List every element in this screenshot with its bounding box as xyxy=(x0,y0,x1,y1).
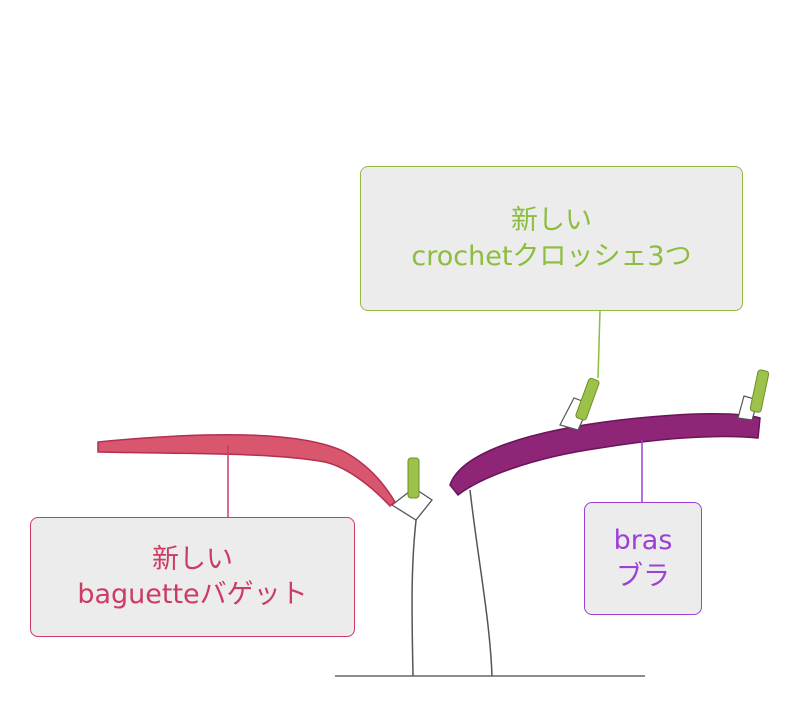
bras-callout: bras ブラ xyxy=(584,502,702,615)
bras-label-line1: bras xyxy=(613,525,673,557)
trunk-right-outline xyxy=(469,489,493,677)
crochet-stick-lower xyxy=(407,457,420,499)
baguette-callout: 新しい baguetteバゲット xyxy=(30,517,355,637)
bras-label-line2: ブラ xyxy=(616,560,670,592)
left-branch-stub xyxy=(390,487,433,521)
crochet-label-line1: 新しい xyxy=(511,205,592,237)
crochet-stick-right xyxy=(749,369,770,413)
crochet-leader xyxy=(597,310,601,379)
trunk-left-outline xyxy=(411,504,419,677)
baguette-label-line2: baguetteバゲット xyxy=(77,579,308,610)
crochet-callout: 新しい crochetクロッシェ3つ xyxy=(360,166,743,311)
crochet-label-line2: crochetクロッシェ3つ xyxy=(411,240,692,272)
baguette-label-line1: 新しい xyxy=(152,543,233,575)
bras-branch xyxy=(449,413,761,497)
crochet-stick-middle xyxy=(575,377,600,421)
baguette-branch xyxy=(97,434,396,508)
